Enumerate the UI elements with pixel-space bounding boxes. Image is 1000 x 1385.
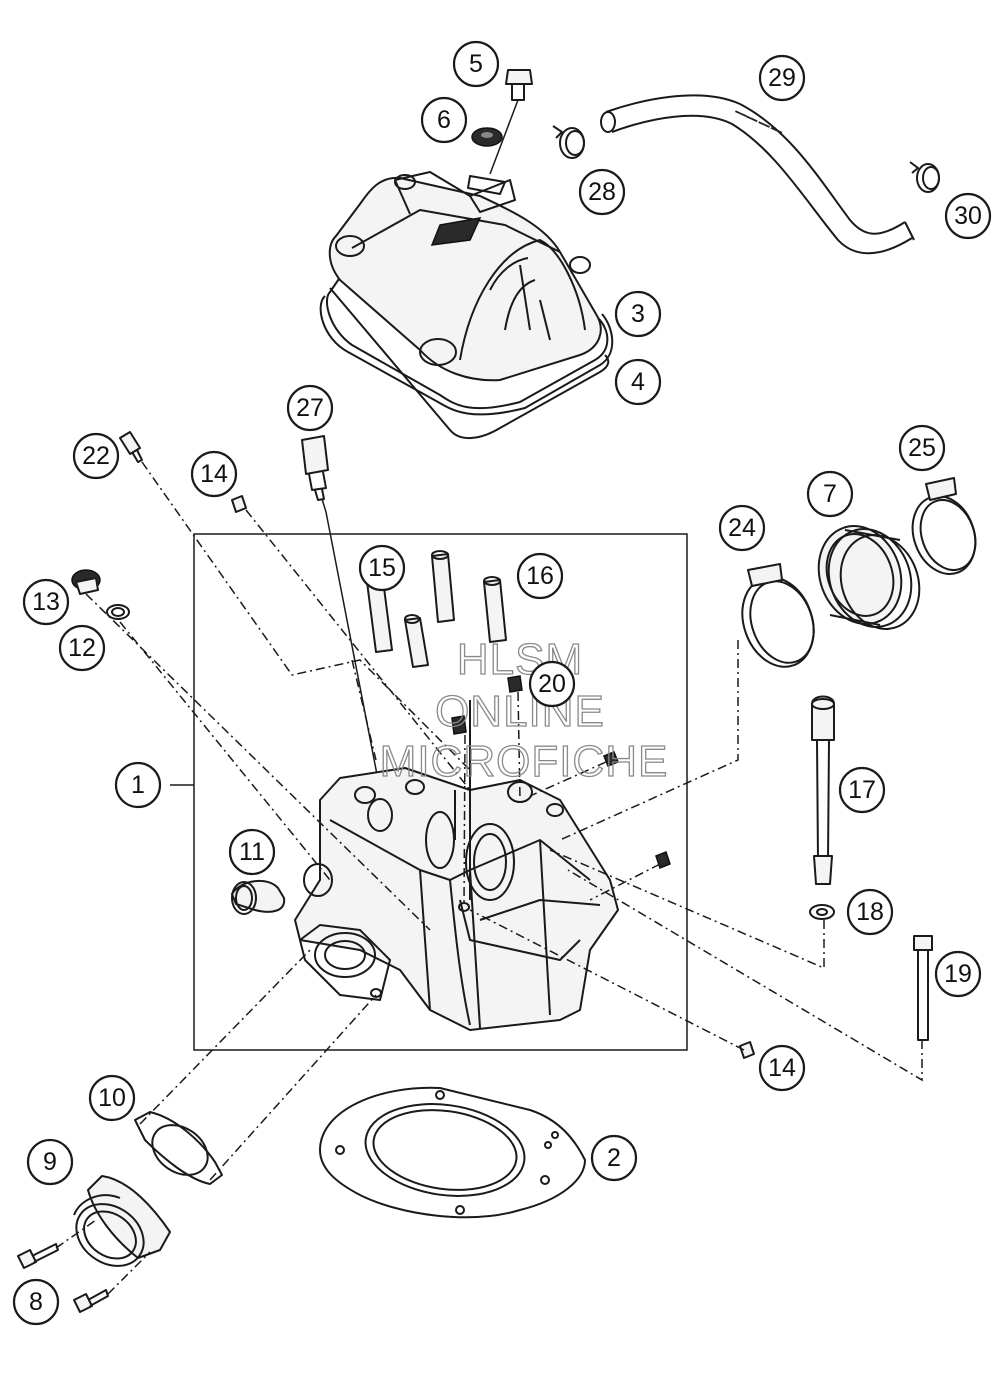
valve-guides xyxy=(365,550,507,668)
cylinder-head xyxy=(294,700,619,1031)
screw-22 xyxy=(119,431,143,463)
intake-flange xyxy=(73,1175,171,1267)
sealing-ring xyxy=(106,604,130,620)
callout-3: 3 xyxy=(614,290,662,338)
callout-15: 15 xyxy=(358,544,406,592)
watermark-line-2: ONLINE xyxy=(435,687,605,736)
callout-label: 28 xyxy=(588,178,616,206)
callout-5: 5 xyxy=(452,40,500,88)
breather-hose: ▬▬▬▬ ▬▬ ▬▬ xyxy=(600,94,915,255)
dowel-pins xyxy=(451,675,523,735)
callout-28: 28 xyxy=(578,168,626,216)
callout-label: 30 xyxy=(954,202,982,230)
cover-bolt xyxy=(489,69,533,175)
watermark-line-3: MICROFICHE xyxy=(380,737,669,786)
callout-label: 3 xyxy=(631,300,645,328)
head-gasket xyxy=(319,1086,586,1219)
callout-24: 24 xyxy=(718,504,766,552)
callout-14-lower: 14 xyxy=(758,1044,806,1092)
callout-label: 17 xyxy=(848,776,876,804)
callout-22: 22 xyxy=(72,432,120,480)
callout-label: 15 xyxy=(368,554,396,582)
callout-label: 6 xyxy=(437,106,451,134)
callout-label: 14 xyxy=(200,460,228,488)
temperature-sensor xyxy=(301,435,381,791)
intake-sleeve xyxy=(231,879,286,915)
callout-label: 8 xyxy=(29,1288,43,1316)
valve-cover xyxy=(328,171,602,382)
callout-label: 29 xyxy=(768,64,796,92)
callout-label: 12 xyxy=(68,634,96,662)
callout-20: 20 xyxy=(528,660,576,708)
callout-10: 10 xyxy=(88,1074,136,1122)
callout-label: 10 xyxy=(98,1084,126,1112)
callout-label: 19 xyxy=(944,960,972,988)
callout-29: 29 xyxy=(758,54,806,102)
callout-label: 11 xyxy=(239,838,265,866)
cover-washer xyxy=(471,127,503,147)
callout-label: 4 xyxy=(631,368,645,396)
callout-18: 18 xyxy=(846,888,894,936)
callout-16: 16 xyxy=(516,552,564,600)
callout-6: 6 xyxy=(420,96,468,144)
stud-washer xyxy=(809,904,835,920)
callout-label: 14 xyxy=(768,1054,796,1082)
callout-label: 18 xyxy=(856,898,884,926)
callout-label: 7 xyxy=(823,480,837,508)
valve-cover-gasket xyxy=(319,269,614,439)
callout-label: 20 xyxy=(538,670,566,698)
plug-side-1 xyxy=(603,751,619,767)
callout-19: 19 xyxy=(934,950,982,998)
callout-27: 27 xyxy=(286,384,334,432)
callout-8: 8 xyxy=(12,1278,60,1326)
callout-25: 25 xyxy=(898,424,946,472)
plug-14-upper xyxy=(231,495,247,513)
leader-lines xyxy=(55,461,923,1295)
callout-30: 30 xyxy=(944,192,992,240)
callout-label: 5 xyxy=(469,50,483,78)
oil-plug xyxy=(71,569,101,595)
callout-11: 11 xyxy=(228,828,276,876)
callout-label: 16 xyxy=(526,562,554,590)
callout-14-upper: 14 xyxy=(190,450,238,498)
flange-gasket xyxy=(134,1111,223,1185)
callout-12: 12 xyxy=(58,624,106,672)
plug-14-lower xyxy=(739,1041,755,1059)
hose-clamp-28 xyxy=(552,125,585,159)
callout-label: 27 xyxy=(296,394,324,422)
long-bolt xyxy=(913,935,933,1041)
callout-7: 7 xyxy=(806,470,854,518)
assembly-frame xyxy=(170,533,688,1051)
flange-bolts xyxy=(17,1243,109,1313)
clamp-24 xyxy=(741,563,815,668)
callout-label: 2 xyxy=(607,1144,621,1172)
callout-label: 13 xyxy=(32,588,60,616)
stud-bolt xyxy=(811,695,835,885)
callout-label: 22 xyxy=(82,442,110,470)
callout-17: 17 xyxy=(838,766,886,814)
clamp-25 xyxy=(911,477,977,575)
callout-2: 2 xyxy=(590,1134,638,1182)
callout-13: 13 xyxy=(22,578,70,626)
callout-label: 9 xyxy=(43,1148,57,1176)
intake-boot xyxy=(817,525,921,630)
callout-9: 9 xyxy=(26,1138,74,1186)
watermark: HLSM ONLINE MICROFICHE xyxy=(379,634,669,786)
callout-label: 1 xyxy=(131,771,145,799)
callout-1: 1 xyxy=(114,761,162,809)
hose-clamp-30 xyxy=(909,161,940,193)
callout-label: 24 xyxy=(728,514,756,542)
callout-label: 25 xyxy=(908,434,936,462)
callout-4: 4 xyxy=(614,358,662,406)
